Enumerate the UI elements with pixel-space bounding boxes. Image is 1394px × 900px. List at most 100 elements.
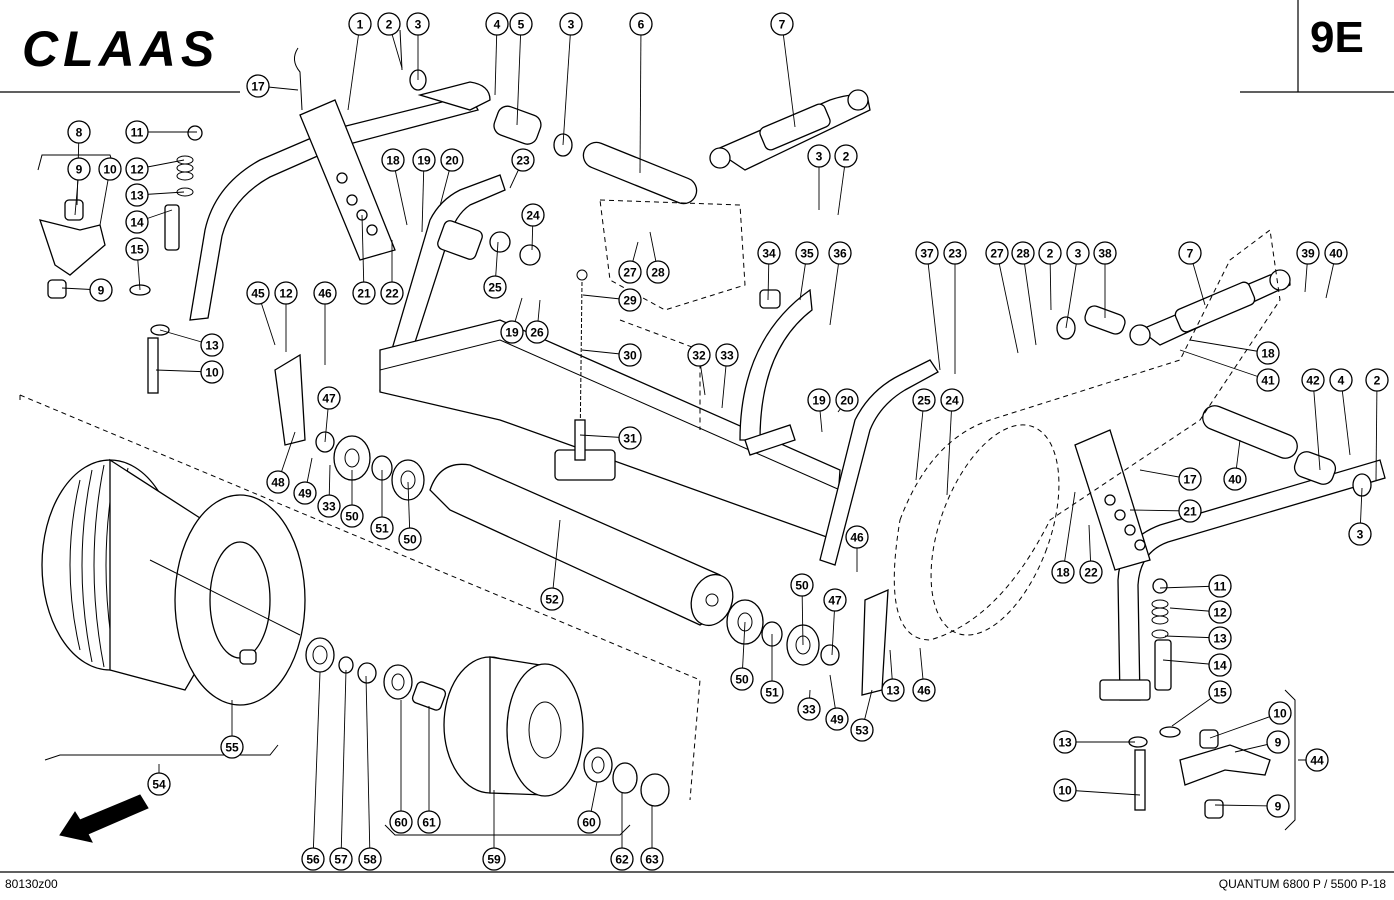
callout-circle [834,144,858,168]
callout-circle [770,12,794,36]
callout-circle [246,281,270,305]
callout-circle [540,587,564,611]
callout-circle [389,810,413,834]
callout-circle [525,320,549,344]
callout-circle [797,697,821,721]
callout-number: 11 [131,126,144,140]
part-callout: 4 [485,12,509,36]
callout-number: 50 [345,510,359,524]
part-callout: 54 [147,772,171,796]
callout-number: 56 [306,853,320,867]
part-callout: 19 [412,148,436,172]
bearing-stack-left [274,353,425,501]
callout-number: 27 [990,247,1004,261]
callout-number: 12 [279,287,293,301]
callout-number: 13 [1213,632,1227,646]
callout-number: 57 [334,853,348,867]
callout-circle [985,241,1009,265]
callout-circle [1178,241,1202,265]
part-callout: 3 [559,12,583,36]
callout-circle [412,148,436,172]
callout-circle [317,386,341,410]
part-callout: 13 [125,183,149,207]
callout-circle [200,360,224,384]
callout-circle [348,12,372,36]
part-callout: 55 [220,735,244,759]
part-callout: 21 [1178,499,1202,523]
callout-number: 24 [526,209,540,223]
callout-number: 10 [103,163,117,177]
part-callout: 18 [381,148,405,172]
part-callout: 23 [943,241,967,265]
callout-circle [266,470,290,494]
callout-number: 3 [415,18,422,32]
part-callout: 12 [1208,600,1232,624]
part-callout: 10 [1268,701,1292,725]
callout-number: 38 [1098,247,1112,261]
callout-circle [509,12,533,36]
chain-assembly [574,269,588,461]
callout-number: 45 [251,287,265,301]
part-callout: 26 [525,320,549,344]
callout-circle [67,157,91,181]
part-callout: 3 [807,144,831,168]
callout-number: 3 [568,18,575,32]
part-callout: 9 [1266,794,1290,818]
callout-circle [1324,241,1348,265]
callout-circle [380,281,404,305]
callout-circle [618,426,642,450]
callout-circle [912,678,936,702]
left-hitch-arm [189,29,573,321]
part-callout: 38 [1093,241,1117,265]
callout-number: 2 [1374,374,1381,388]
part-callout: 24 [940,388,964,412]
callout-number: 40 [1228,473,1242,487]
callout-circle [125,183,149,207]
callout-number: 47 [828,594,842,608]
part-callout: 9 [89,278,113,302]
part-callout: 3 [1348,522,1372,546]
part-callout: 24 [521,203,545,227]
part-callout: 10 [98,157,122,181]
callout-number: 1 [357,18,364,32]
callout-circle [1178,499,1202,523]
callout-number: 27 [623,266,637,280]
callout-number: 4 [1338,374,1345,388]
part-callout: 60 [577,810,601,834]
callout-circle [828,241,852,265]
part-callout: 3 [1066,241,1090,265]
part-callout: 2 [377,12,401,36]
callout-number: 11 [1214,580,1227,594]
callout-circle [1053,778,1077,802]
callout-number: 50 [795,579,809,593]
callout-number: 60 [582,816,596,830]
callout-circle [89,278,113,302]
part-callout: 50 [398,527,422,551]
callout-number: 3 [1075,247,1082,261]
part-callout: 46 [912,678,936,702]
part-callout: 6 [629,12,653,36]
callout-leader [1022,252,1037,346]
part-callout: 27 [618,260,642,284]
part-callout: 4 [1329,368,1353,392]
callout-number: 19 [812,394,826,408]
callout-number: 2 [1047,247,1054,261]
callout-circle [1208,574,1232,598]
callout-number: 19 [505,326,519,340]
callout-circle [1256,368,1280,392]
callout-circle [640,847,664,871]
callout-number: 15 [1213,686,1227,700]
callout-number: 54 [152,778,166,792]
part-callout: 25 [912,388,936,412]
part-callout: 19 [500,320,524,344]
callout-leader [639,23,642,174]
part-callout: 19 [807,388,831,412]
part-callout: 47 [317,386,341,410]
callout-number: 46 [318,287,332,301]
callout-number: 5 [518,18,525,32]
callout-circle [915,241,939,265]
callout-circle [482,847,506,871]
callout-circle [559,12,583,36]
callout-circle [715,343,739,367]
